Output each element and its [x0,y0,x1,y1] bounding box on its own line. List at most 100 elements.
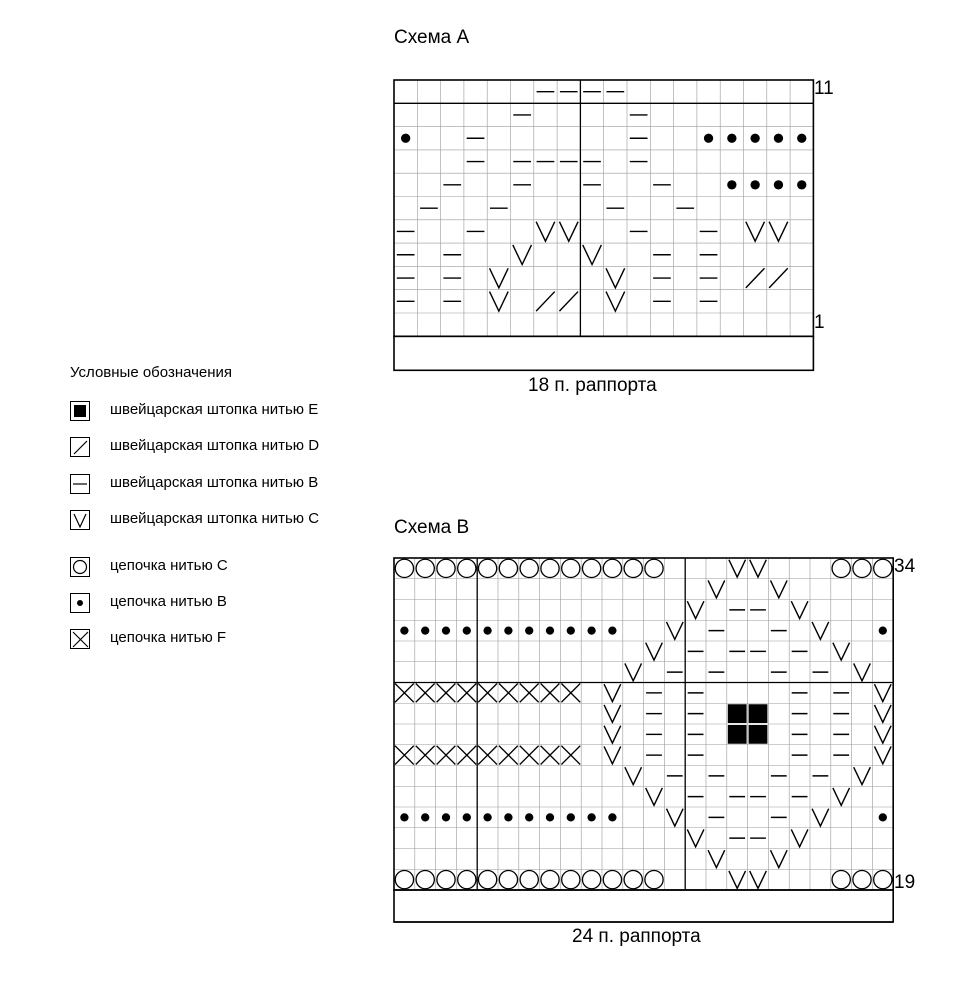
stitch-cross [436,683,456,703]
stitch-square [727,725,747,744]
legend-label: цепочка нитью F [110,629,227,646]
stitch-v [582,244,603,267]
stitch-circle [581,869,602,890]
stitch-v [728,870,747,890]
legend-label: цепочка нитью B [110,593,227,610]
stitch-dot [462,626,471,635]
stitch-cross [498,683,519,703]
stitch-dot [525,626,534,635]
stitch-circle [831,558,851,579]
scheme-a-grid [393,79,815,372]
legend-label: швейцарская штопка нитью D [110,437,320,454]
stitch-v [624,766,643,787]
stitch-v [603,683,622,704]
stitch-dot [878,813,887,822]
stitch-square [727,704,747,723]
stitch-v [769,580,788,600]
stitch-v [873,704,892,724]
legend-label: швейцарская штопка нитью B [110,474,319,491]
bottom-band [393,889,895,923]
cross-symbol-icon [70,629,90,649]
square-symbol-icon [70,401,90,421]
stitch-v [707,849,726,870]
stitch-circle [581,558,602,579]
stitch-dot [773,180,784,190]
stitch-v [873,725,892,745]
stitch-dot [441,813,451,822]
stitch-v [603,746,622,766]
scheme-b-row-top: 34 [894,556,916,577]
stitch-v [853,766,871,787]
scheme-a-row-top: 11 [814,78,834,99]
stitch-dot [608,626,617,635]
stitch-cross [477,745,498,765]
stitch-circle [498,558,519,579]
stitch-dot [462,813,471,822]
stitch-dot [545,813,555,822]
stitch-circle [602,558,623,579]
v-symbol-icon [70,510,90,530]
stitch-circle [644,869,664,890]
stitch-v [624,663,643,683]
stitch-slash [745,267,765,289]
slash-symbol-icon [70,437,90,457]
stitch-dot [608,813,617,822]
stitch-v [873,683,892,704]
stitch-cross [415,683,436,703]
stitch-slash [768,267,789,289]
stitch-dot [566,626,575,635]
stitch-dot [483,626,492,635]
stitch-dot [797,180,807,190]
stitch-v [853,663,871,683]
stitch-circle [602,869,623,890]
stitch-circle [623,558,643,579]
scheme-a-repeat-caption: 18 п. раппорта [528,375,657,396]
stitch-dot [483,813,492,822]
stitch-dot [797,133,807,143]
stitch-v [749,870,767,890]
stitch-circle [540,869,560,890]
stitch-dot [421,626,430,635]
stitch-v [768,221,789,243]
stitch-v [811,808,830,828]
bottom-band [393,335,815,372]
stitch-circle [477,558,498,579]
stitch-circle [561,869,581,890]
stitch-v [728,559,747,579]
legend-title: Условные обозначения [70,364,233,381]
stitch-circle [831,869,851,890]
stitch-cross [519,745,540,765]
dash-symbol-icon [70,474,90,494]
stitch-v [645,787,663,807]
stitch-dot [441,626,451,635]
stitch-circle [394,558,415,579]
stitch-circle [436,558,456,579]
scheme-a-row-bottom: 1 [814,312,825,333]
stitch-cross [394,745,415,765]
stitch-cross [456,745,477,765]
stitch-square [748,704,768,723]
stitch-circle [852,869,872,890]
stitch-v [512,244,533,267]
stitch-circle [498,869,519,890]
stitch-circle [852,558,872,579]
stitch-v [645,642,663,662]
stitch-circle [561,558,581,579]
stitch-v [665,808,684,828]
stitch-square [748,725,768,744]
stitch-slash [558,291,579,312]
stitch-v [558,221,579,243]
stitch-dot [773,133,784,143]
stitch-dot [587,813,596,822]
stitch-v [769,849,788,870]
stitch-v [603,725,622,745]
dot-symbol-icon [70,593,90,613]
stitch-v [707,580,726,600]
stitch-dot [703,133,714,143]
stitch-cross [540,683,560,703]
stitch-v [605,267,626,290]
scheme-b-row-bottom: 19 [894,872,916,893]
stitch-dot [504,626,513,635]
stitch-v [488,267,509,290]
stitch-circle [415,558,435,579]
